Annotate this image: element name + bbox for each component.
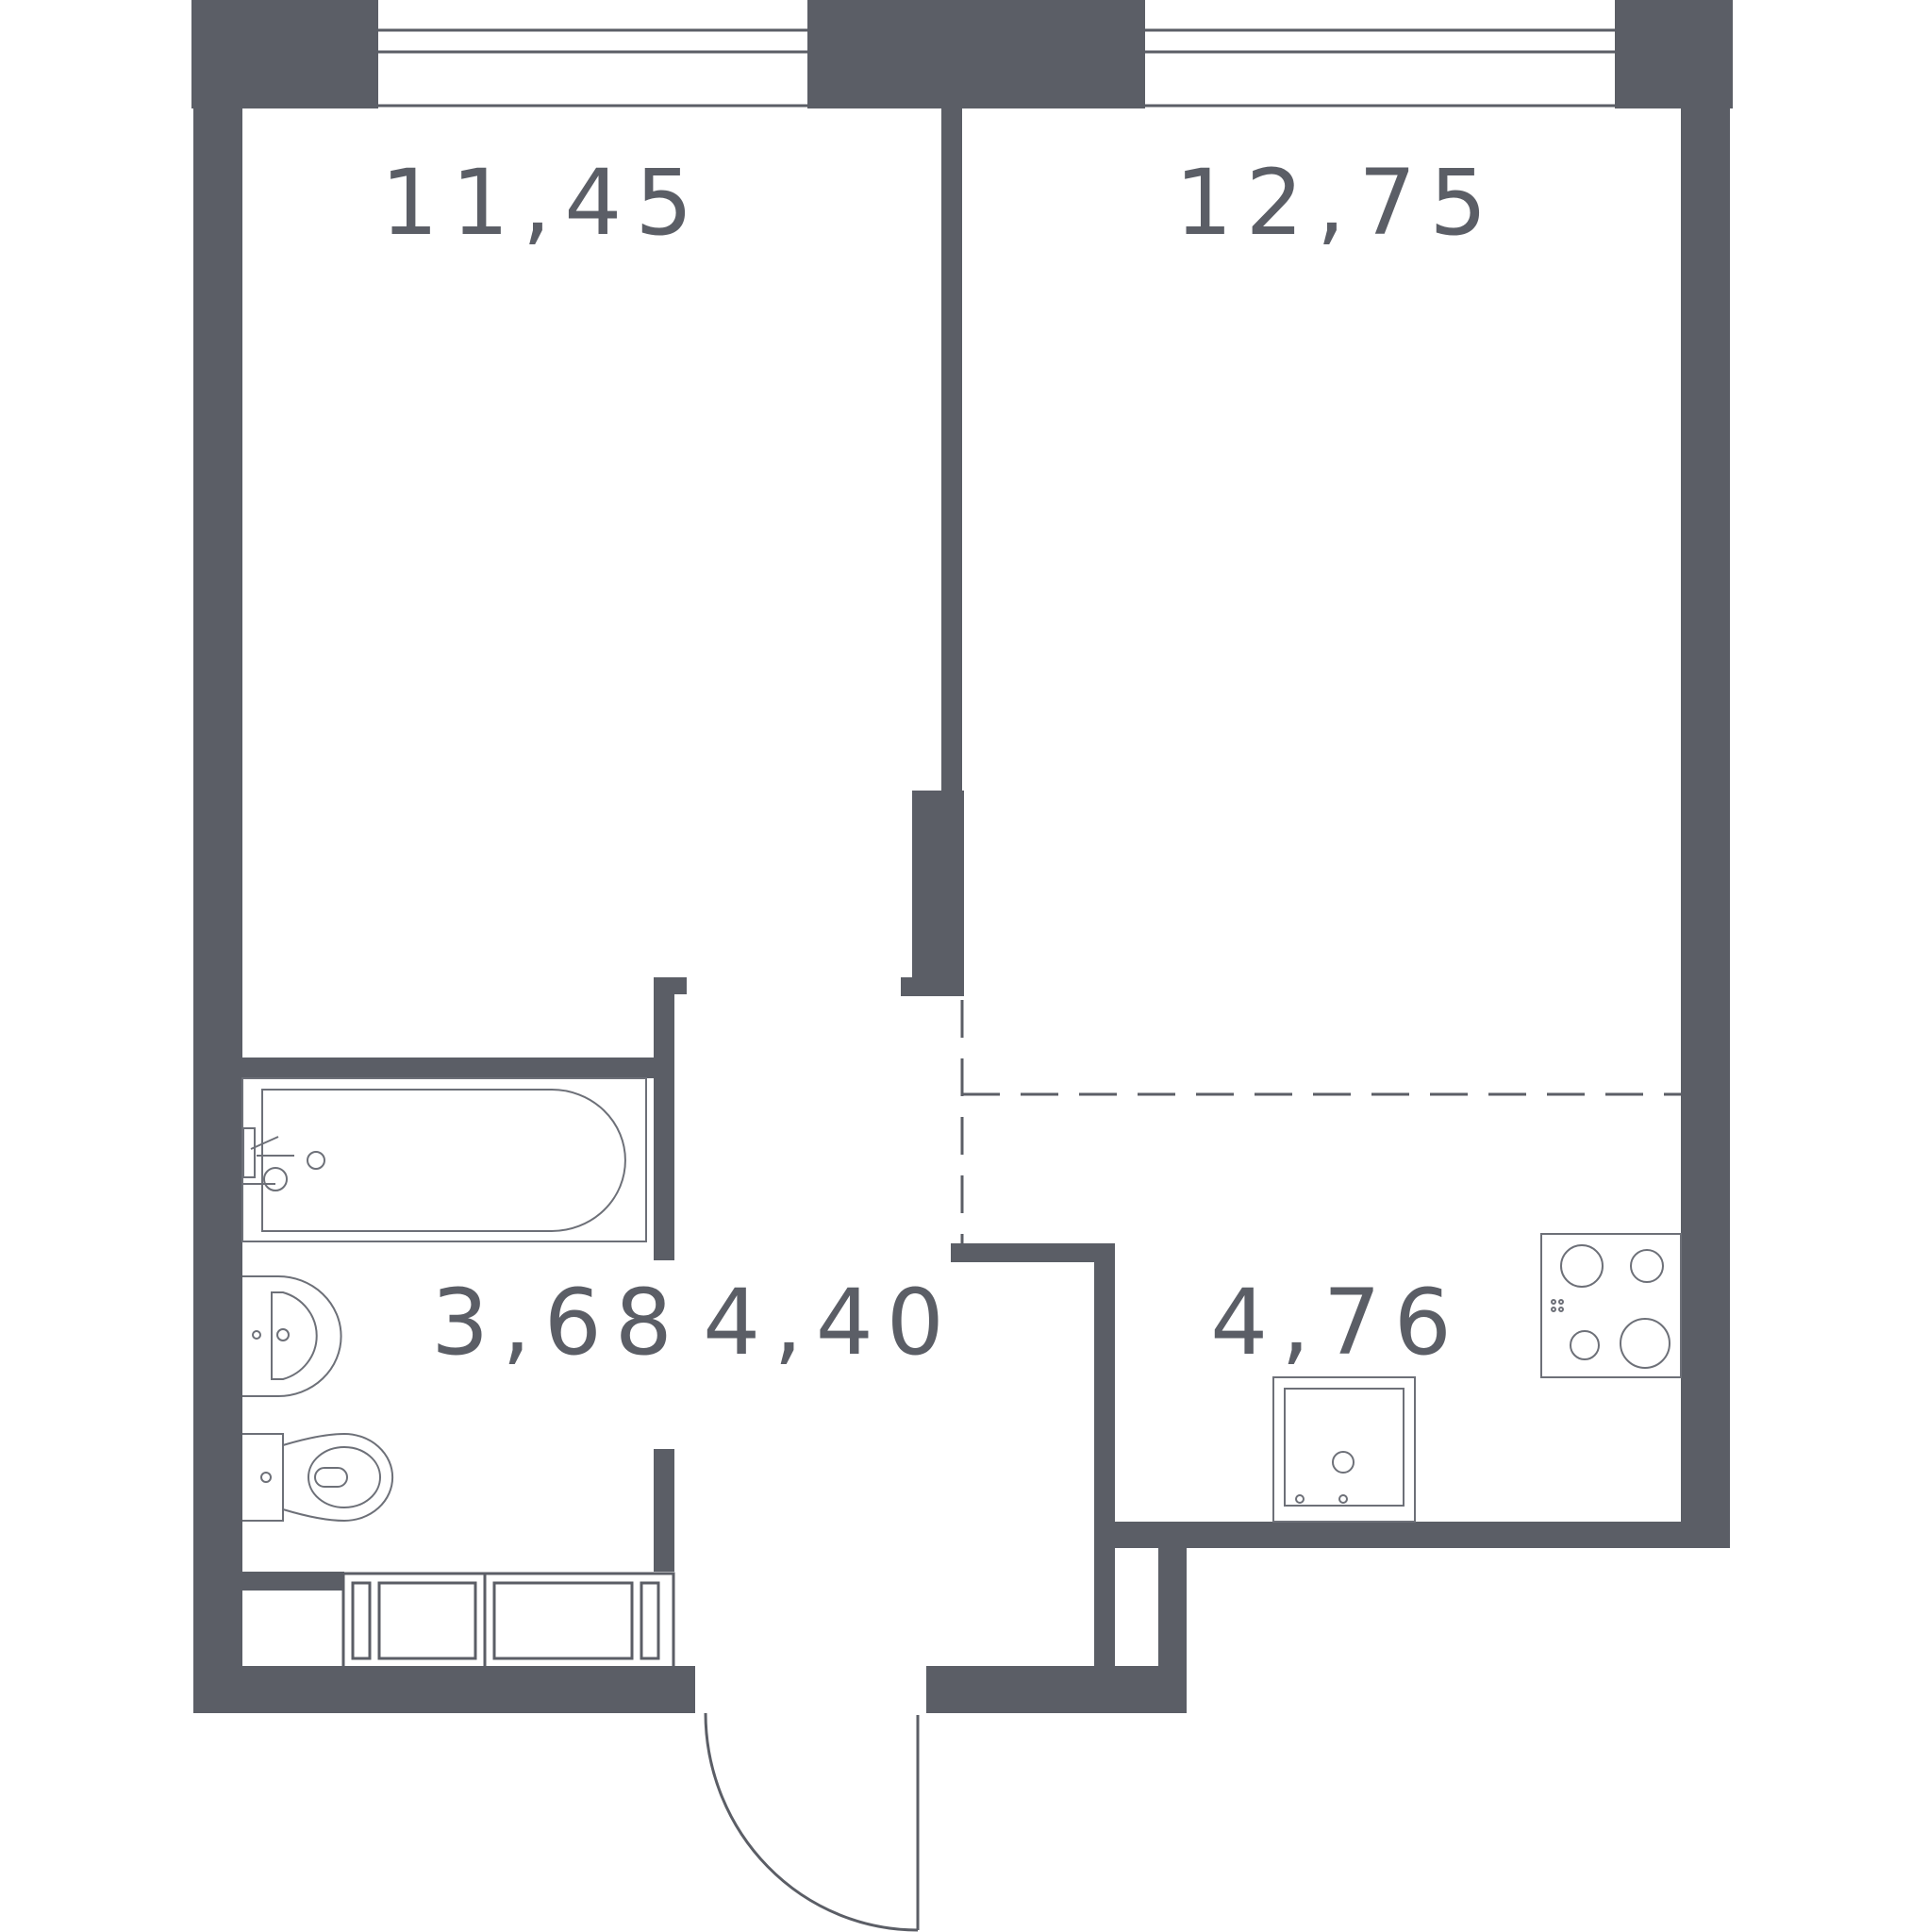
wall-bathroom-side-lower bbox=[654, 1449, 674, 1572]
room-area-kitchen: 4,76 bbox=[1210, 1270, 1465, 1375]
wall-column bbox=[807, 0, 1145, 108]
room-area-bedroom: 11,45 bbox=[381, 150, 706, 256]
wall-pier bbox=[912, 791, 964, 996]
wall-niche bbox=[1158, 1522, 1187, 1713]
wall-bottom-right bbox=[926, 1666, 1167, 1713]
wall-bedroom-living bbox=[941, 104, 962, 792]
kitchen-sink bbox=[1272, 1376, 1416, 1523]
wall-bathroom-top bbox=[242, 1058, 657, 1078]
cooktop bbox=[1540, 1233, 1682, 1378]
wall-bottom-left bbox=[193, 1666, 695, 1713]
wall-right bbox=[1681, 104, 1730, 1547]
wall-bathroom-cap bbox=[654, 977, 687, 994]
room-area-hallway: 4,40 bbox=[703, 1270, 957, 1375]
wall-kitchen-top bbox=[951, 1243, 1113, 1262]
wall-column bbox=[1615, 0, 1733, 108]
toilet bbox=[242, 1432, 394, 1523]
wall-kitchen-left bbox=[1094, 1243, 1115, 1666]
walls bbox=[191, 0, 1733, 1713]
wall-kitchen-bottom bbox=[1111, 1522, 1730, 1548]
wall-bathroom-bottom bbox=[242, 1572, 344, 1591]
room-area-bathroom: 3,68 bbox=[431, 1270, 686, 1375]
room-labels: 11,45 12,75 3,68 4,40 4,76 bbox=[381, 150, 1501, 1375]
wall-bathroom-side bbox=[654, 977, 674, 1260]
entrance-door bbox=[704, 1712, 920, 1932]
room-area-living-room: 12,75 bbox=[1175, 150, 1501, 256]
wall-column bbox=[191, 0, 378, 108]
zone-dividers bbox=[960, 1000, 1681, 1243]
washer-closet bbox=[341, 1572, 675, 1670]
wall-left bbox=[193, 104, 242, 1713]
bathtub bbox=[241, 1077, 647, 1242]
wall-pier-foot bbox=[901, 977, 964, 996]
sink bbox=[242, 1275, 342, 1397]
windows bbox=[378, 28, 1615, 108]
